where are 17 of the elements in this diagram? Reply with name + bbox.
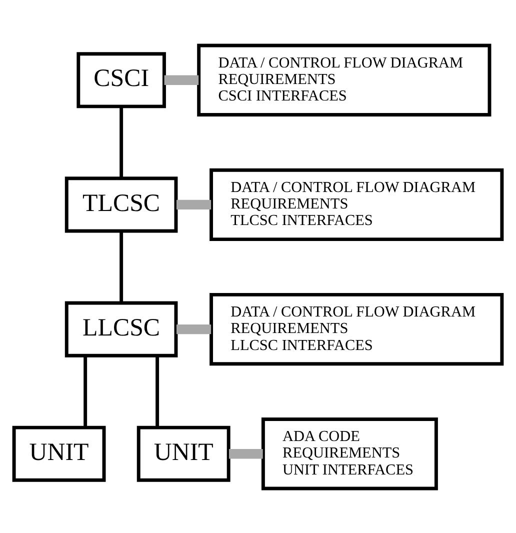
node-box: CSCI [76, 52, 166, 108]
connector [164, 74, 199, 84]
connector [176, 199, 212, 210]
connector [120, 230, 124, 302]
node-box: LLCSC [64, 300, 178, 357]
node-box: UNIT [136, 425, 230, 482]
connector [120, 106, 124, 178]
node-box: ADA CODE REQUIREMENTS UNIT INTERFACES [261, 417, 438, 490]
node-box: TLCSC [64, 176, 178, 232]
connector [156, 355, 160, 427]
connector [84, 355, 88, 427]
connector [229, 448, 263, 458]
connector [176, 324, 212, 334]
node-box: DATA / CONTROL FLOW DIAGRAM REQUIREMENTS LLCSC INTERFACES [210, 292, 504, 366]
node-box: DATA / CONTROL FLOW DIAGRAM REQUIREMENTS CSCI INTERFACES [197, 43, 492, 116]
node-box: UNIT [12, 425, 106, 482]
node-box: DATA / CONTROL FLOW DIAGRAM REQUIREMENTS TLCSC INTERFACES [210, 168, 504, 241]
